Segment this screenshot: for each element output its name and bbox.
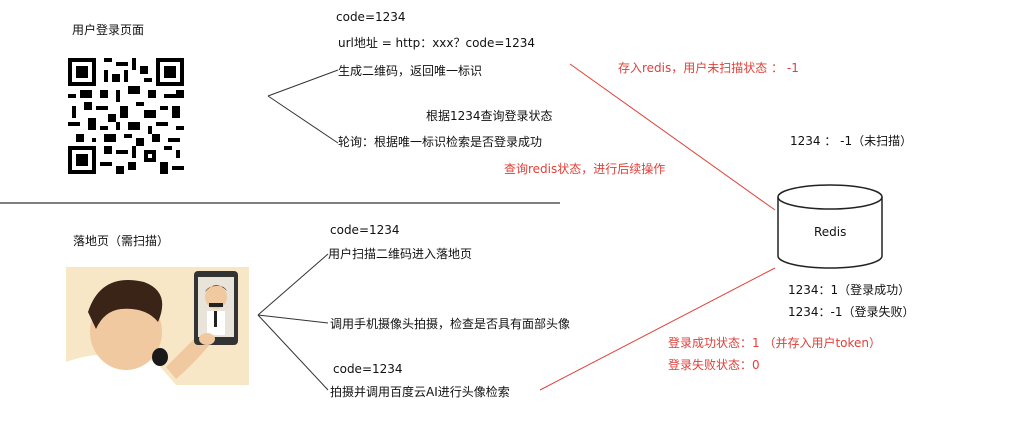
- generate-qr-text: 生成二维码，返回唯一标识: [338, 64, 483, 78]
- success-state-text: 登录成功状态：1 （并存入用户token）: [668, 336, 882, 350]
- login-page-title: 用户登录页面: [72, 23, 145, 37]
- ai-search-text: 拍摄并调用百度云AI进行头像检索: [330, 385, 510, 399]
- redis-store-note: 存入redis，用户未扫描状态 ： -1: [618, 61, 799, 75]
- fan-line-camera: [257, 314, 329, 324]
- fan-line-search: [257, 314, 329, 391]
- redis-fail-text: 1234：-1（登录失败）: [788, 305, 915, 319]
- fail-state-text: 登录失败状态：0: [668, 358, 760, 372]
- red-line-search: [539, 267, 776, 391]
- qr-code-icon: [68, 58, 184, 174]
- redis-success-text: 1234：1（登录成功）: [788, 283, 911, 297]
- fan-line-enter: [257, 253, 329, 316]
- poll-text: 轮询：根据唯一标识检索是否登录成功: [338, 135, 543, 149]
- enter-landing-text: 用户扫描二维码进入落地页: [328, 247, 473, 261]
- query-status-text: 根据1234查询登录状态: [426, 109, 553, 123]
- redis-cylinder: [777, 184, 883, 269]
- redis-unscanned-text: 1234 ： -1（未扫描）: [790, 134, 913, 148]
- red-line-store: [569, 63, 776, 211]
- selfie-illustration-icon: [66, 267, 249, 385]
- bottom-code-text-1: code=1234: [330, 223, 400, 237]
- fan-line-poll: [267, 95, 339, 144]
- redis-query-note: 查询redis状态，进行后续操作: [504, 162, 666, 176]
- landing-page-title: 落地页（需扫描）: [73, 234, 170, 248]
- fan-line-generate: [267, 69, 339, 97]
- top-code-text: code=1234: [336, 10, 406, 24]
- bottom-code-text-2: code=1234: [333, 362, 403, 376]
- camera-check-text: 调用手机摄像头拍摄，检查是否具有面部头像: [330, 317, 571, 331]
- redis-label: Redis: [814, 225, 847, 239]
- url-text: url地址 = http：xxx？code=1234: [338, 36, 536, 50]
